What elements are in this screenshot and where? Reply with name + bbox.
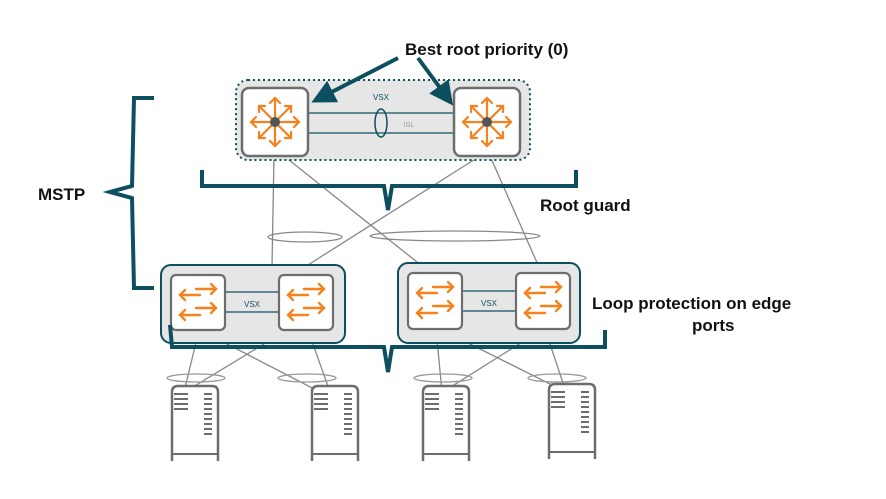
server[interactable] bbox=[421, 384, 471, 463]
access-switch[interactable] bbox=[514, 271, 572, 331]
access-vsx-label: VSX bbox=[481, 299, 498, 308]
access-vsx-group-right: VSX bbox=[397, 262, 581, 344]
core-switch-icon bbox=[249, 96, 301, 148]
mstp-brace bbox=[102, 96, 154, 290]
core-vsx-label: VSX bbox=[373, 93, 390, 102]
core-switch-left[interactable] bbox=[240, 86, 310, 158]
loop-protection-brace bbox=[168, 324, 607, 373]
mstp-label: MSTP bbox=[38, 185, 86, 204]
loop-protection-label: Loop protection on edge bbox=[592, 294, 792, 313]
uplink-lines bbox=[271, 155, 543, 275]
loop-protection-label-ports: ports bbox=[692, 316, 735, 335]
server[interactable] bbox=[310, 384, 360, 463]
arrow-to-left-core bbox=[311, 56, 399, 103]
core-switch-icon bbox=[461, 96, 513, 148]
arrow-to-right-core bbox=[416, 56, 454, 106]
lag-ellipse bbox=[369, 230, 541, 242]
access-switch[interactable] bbox=[277, 273, 335, 332]
lag-ellipse bbox=[267, 231, 343, 243]
access-vsx-group-left: VSX bbox=[160, 264, 346, 344]
isl-lag-ellipse bbox=[374, 108, 388, 138]
server[interactable] bbox=[547, 382, 597, 461]
root-guard-brace bbox=[200, 170, 578, 211]
server-lag-ellipses bbox=[166, 373, 587, 383]
access-switch[interactable] bbox=[169, 273, 227, 332]
best-root-priority-label: Best root priority (0) bbox=[405, 40, 569, 59]
root-guard-label: Root guard bbox=[540, 196, 631, 215]
core-switch-right[interactable] bbox=[452, 86, 522, 158]
access-switch[interactable] bbox=[406, 271, 464, 331]
access-vsx-label: VSX bbox=[244, 300, 261, 309]
server[interactable] bbox=[170, 384, 220, 463]
isl-label: ISL bbox=[404, 122, 415, 129]
